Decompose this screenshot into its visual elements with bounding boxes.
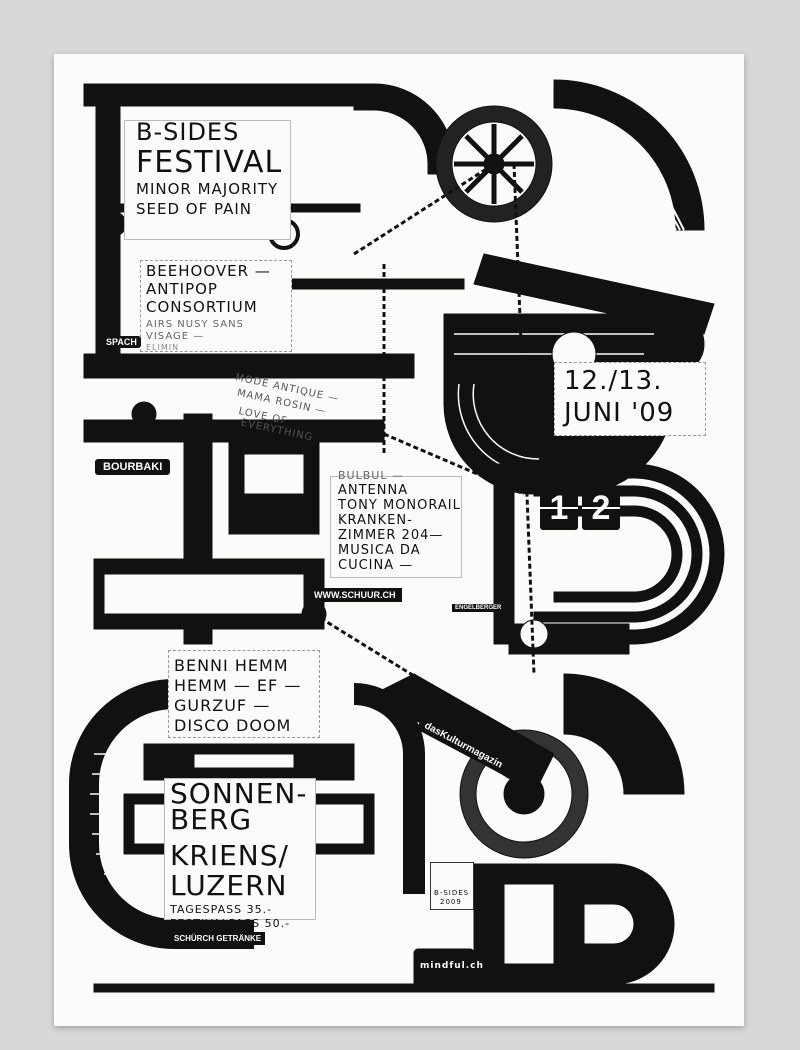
lineup-card-3 bbox=[330, 476, 462, 578]
bsides-badge-line-2: 2009 bbox=[440, 898, 462, 906]
chain-1 bbox=[353, 162, 495, 256]
lineup-3-line-1: BULBUL — bbox=[338, 469, 404, 482]
headline-bsides: B-SIDES bbox=[136, 118, 240, 146]
lineup-4-line-2: HEMM — EF — bbox=[174, 676, 302, 695]
lineup-3-line-6: MUSICA DA bbox=[338, 543, 421, 558]
lineup-1-line-6: ELIMIN bbox=[146, 343, 180, 352]
price-festival-pass: FESTIVALPASS 50.- bbox=[170, 917, 291, 930]
b-mid-bar bbox=[83, 353, 415, 379]
chain-3 bbox=[383, 432, 525, 496]
chain-4 bbox=[313, 612, 525, 746]
headline-minor-majority: MINOR MAJORITY bbox=[136, 180, 279, 198]
gear-small-5 bbox=[301, 601, 327, 627]
gear-small-1 bbox=[101, 211, 127, 237]
lineup-4-line-3: GURZUF — bbox=[174, 696, 271, 715]
lineup-card-4 bbox=[168, 650, 320, 738]
lineup-1-line-1: BEEHOOVER — bbox=[146, 262, 271, 280]
s-top-quarter bbox=[563, 673, 685, 795]
lineup-3-line-2: ANTENNA bbox=[338, 483, 409, 498]
lineup-4-line-4: DISCO DOOM bbox=[174, 716, 292, 735]
schuur-tag: WWW.SCHUUR.CH bbox=[308, 588, 402, 602]
hose-coil bbox=[69, 679, 254, 949]
badge-small: ENGELBERGER bbox=[452, 604, 505, 612]
d-stem bbox=[493, 463, 515, 645]
price-day-pass: TAGESPASS 35.- bbox=[170, 903, 273, 916]
bourbaki-tag: BOURBAKI bbox=[94, 458, 172, 476]
b-top-bar bbox=[83, 83, 355, 107]
festival-poster: B-SIDES FESTIVAL MINOR MAJORITY SEED OF … bbox=[54, 54, 744, 1026]
lineup-3-line-5: ZIMMER 204— bbox=[338, 528, 444, 543]
headline-seed-of-pain: SEED OF PAIN bbox=[136, 200, 252, 218]
headline-festival: FESTIVAL bbox=[136, 145, 283, 180]
chain-2 bbox=[512, 163, 536, 675]
schurch-tag: SCHÜRCH GETRÄNKE bbox=[170, 932, 266, 945]
lineup-3-line-4: KRANKEN- bbox=[338, 513, 413, 528]
small-amp bbox=[413, 948, 475, 990]
mindful-tag: mindful.ch bbox=[420, 961, 484, 971]
lineup-1-line-5: VISAGE — bbox=[146, 331, 205, 342]
location-card bbox=[164, 778, 316, 920]
date-line-2: JUNI '09 bbox=[564, 398, 675, 428]
date-card bbox=[554, 362, 706, 436]
lineup-3-line-7: CUCINA — bbox=[338, 558, 414, 573]
hose-arc-right bbox=[353, 683, 425, 894]
lineup-1-line-4: AIRS NUSY SANS bbox=[146, 319, 244, 330]
flip-digit-1: 1 bbox=[540, 486, 578, 530]
lineup-4-line-1: BENNI HEMM bbox=[174, 656, 289, 675]
location-line-4: LUZERN bbox=[170, 869, 288, 902]
headline-card bbox=[124, 120, 291, 240]
b-left-post bbox=[95, 105, 121, 377]
bsides-badge bbox=[430, 862, 474, 910]
location-line-3: KRIENS/ bbox=[170, 839, 289, 872]
lineup-1-line-3: CONSORTIUM bbox=[146, 298, 258, 316]
spach-tag: SPACH bbox=[102, 336, 141, 348]
lineup-card-1 bbox=[140, 260, 292, 352]
lineup-1-line-2: ANTIPOP bbox=[146, 280, 218, 298]
flip-digit-2: 2 bbox=[582, 486, 620, 530]
location-line-1: SONNEN- bbox=[170, 777, 308, 810]
location-line-2: BERG bbox=[170, 803, 253, 836]
gear-small-3 bbox=[131, 401, 157, 427]
date-line-1: 12./13. bbox=[564, 366, 663, 396]
ground-bar bbox=[93, 983, 715, 993]
lineup-3-line-3: TONY MONORAIL bbox=[338, 498, 461, 513]
arc-fan bbox=[553, 79, 705, 231]
bsides-badge-line-1: B-SIDES bbox=[434, 889, 470, 897]
